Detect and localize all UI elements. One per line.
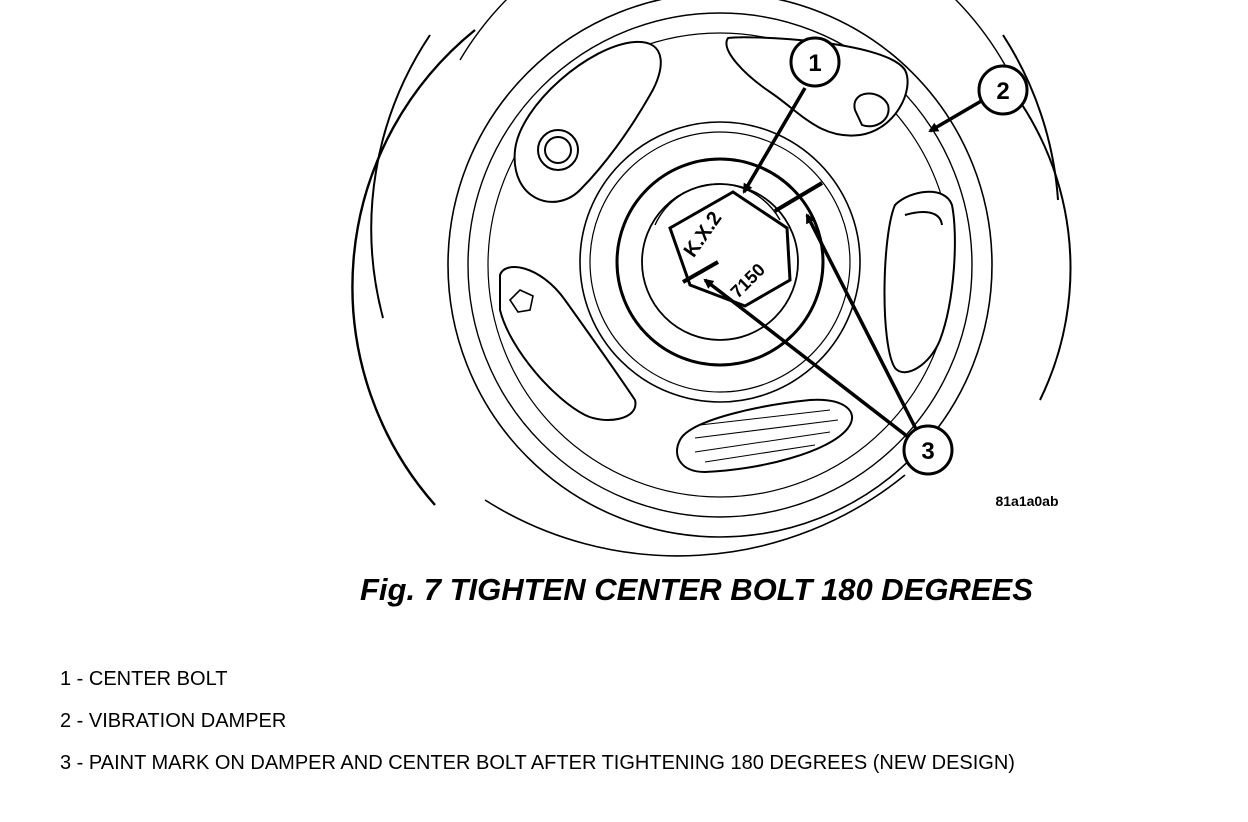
damper-illustration: K.X.2 7150 1 2 3 81a1a0ab	[351, 0, 1072, 557]
svg-text:3: 3	[921, 438, 934, 465]
callout-2: 2	[977, 64, 1029, 116]
legend-item-paint-mark: 3 - PAINT MARK ON DAMPER AND CENTER BOLT…	[60, 752, 1015, 774]
legend-item-center-bolt: 1 - CENTER BOLT	[60, 668, 228, 690]
svg-text:1: 1	[808, 50, 821, 77]
damper-outer-rings	[351, 0, 1072, 557]
image-code: 81a1a0ab	[995, 493, 1058, 509]
figure-caption: Fig. 7 TIGHTEN CENTER BOLT 180 DEGREES	[360, 572, 1033, 607]
damper-hub	[579, 121, 861, 403]
leader-arrows	[703, 87, 984, 442]
svg-text:2: 2	[996, 78, 1009, 105]
legend-item-vibration-damper: 2 - VIBRATION DAMPER	[60, 710, 287, 732]
legend-list: 1 - CENTER BOLT 2 - VIBRATION DAMPER 3 -…	[60, 666, 1015, 792]
callout-3: 3	[902, 424, 954, 476]
callout-1: 1	[789, 36, 841, 88]
center-bolt: K.X.2 7150	[668, 190, 792, 308]
paint-marks	[682, 181, 824, 284]
